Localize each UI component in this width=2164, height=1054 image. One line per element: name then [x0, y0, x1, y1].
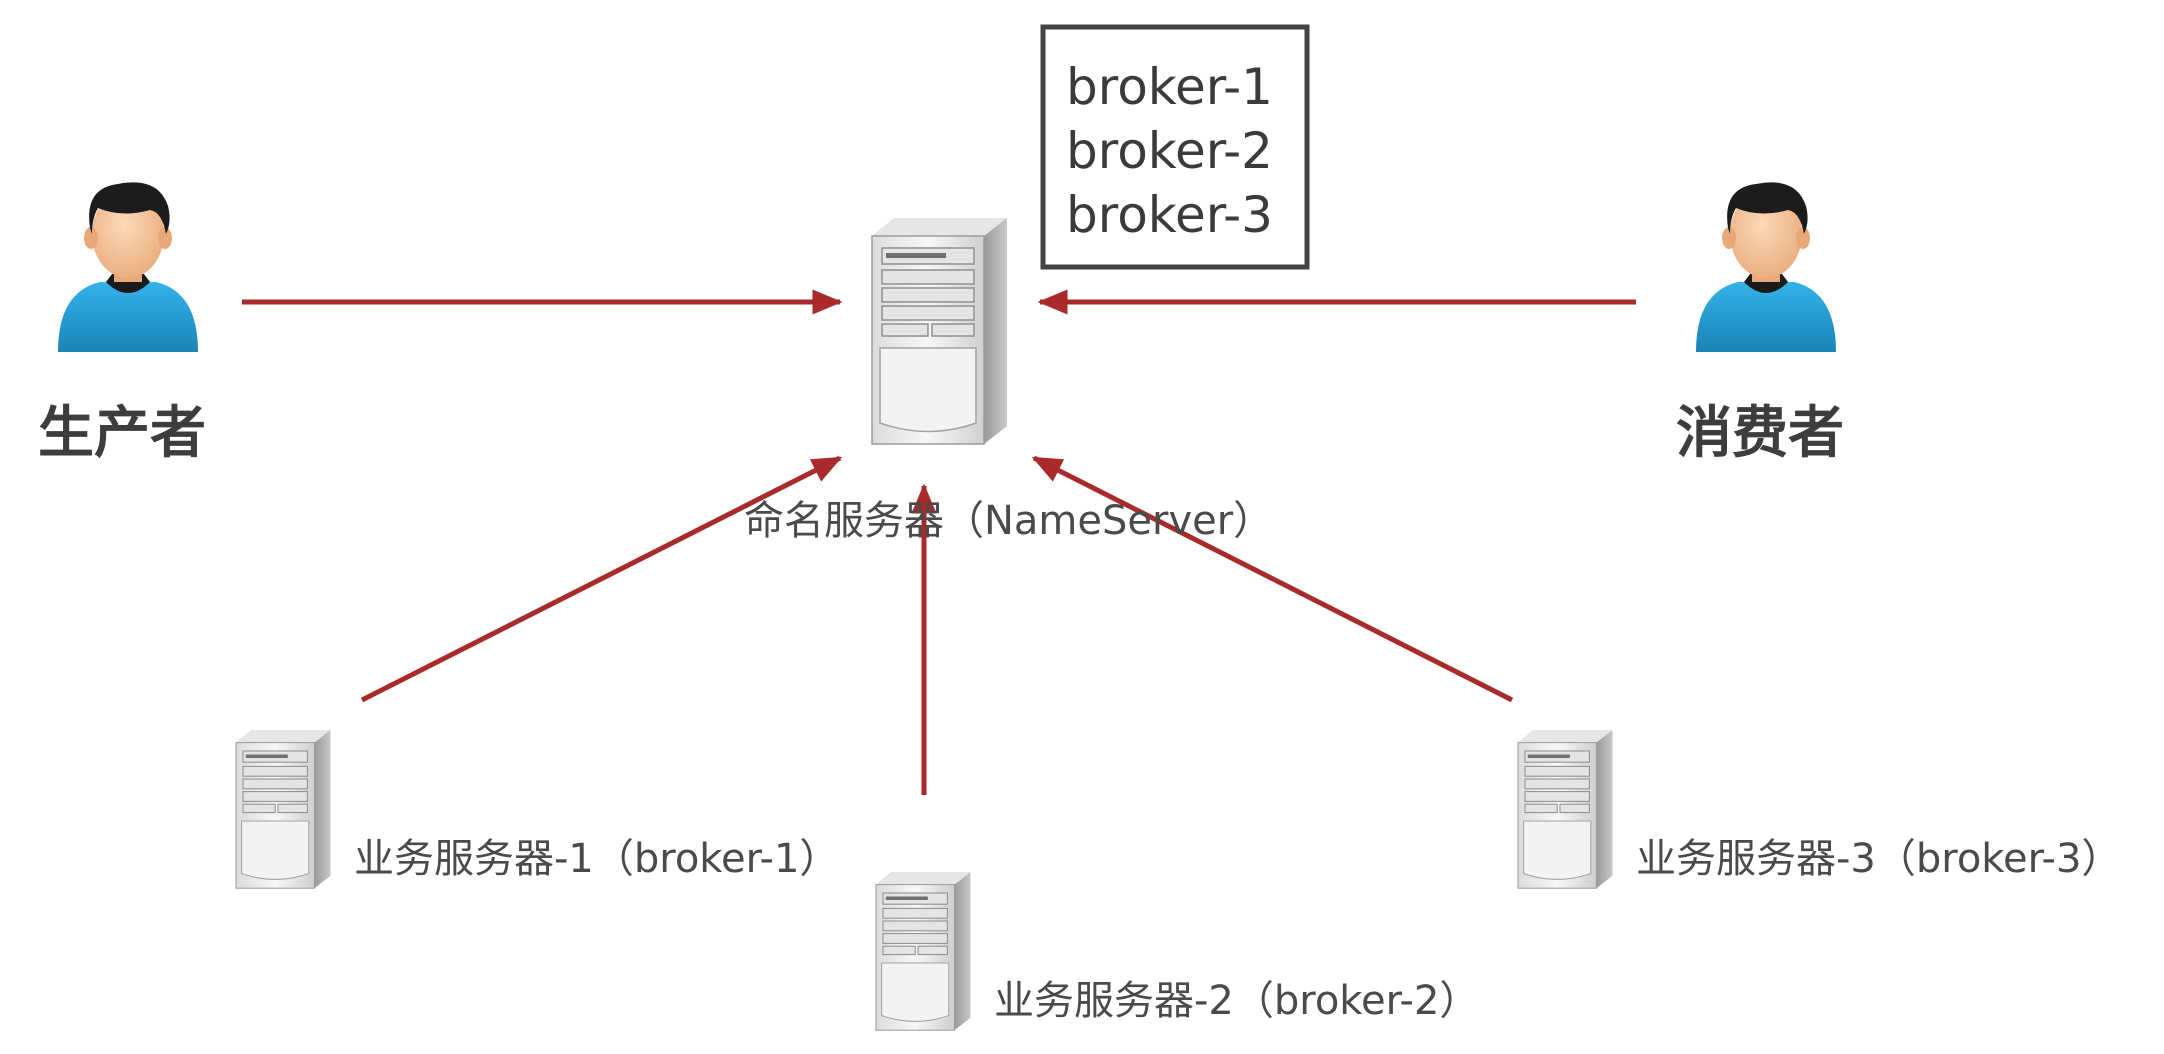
broker-2-label: 业务服务器-2（broker-2）: [994, 978, 1479, 1024]
producer-label: 生产者: [38, 401, 206, 466]
consumer: 消费者: [1676, 182, 1844, 466]
arrow-broker3-to-nameserver: [1031, 455, 1514, 703]
broker-2-server-icon: [875, 871, 972, 1031]
broker-3-server-icon: [1517, 729, 1614, 889]
consumer-label: 消费者: [1676, 401, 1844, 466]
broker-1-server-icon: [235, 729, 332, 889]
broker-1-label: 业务服务器-1（broker-1）: [354, 836, 839, 882]
nameserver-server-icon: [871, 217, 1008, 445]
nameserver: 命名服务器（NameServer） broker-1 broker-2 brok…: [744, 24, 1310, 544]
producer: 生产者: [38, 182, 206, 466]
producer-person-icon: [58, 182, 198, 352]
registry-entry: broker-3: [1066, 186, 1273, 244]
broker-2: 业务服务器-2（broker-2）: [875, 871, 1479, 1031]
arrows: [242, 289, 1636, 795]
nameserver-label: 命名服务器（NameServer）: [744, 498, 1273, 544]
broker-3: 业务服务器-3（broker-3）: [1517, 729, 2121, 889]
registry-entry: broker-1: [1066, 58, 1273, 116]
broker-3-label: 业务服务器-3（broker-3）: [1636, 836, 2121, 882]
consumer-person-icon: [1696, 182, 1836, 352]
broker-1: 业务服务器-1（broker-1）: [235, 729, 839, 889]
arrow-broker1-to-nameserver: [360, 455, 843, 703]
registry-entry: broker-2: [1066, 122, 1273, 180]
broker-registry-box: broker-1 broker-2 broker-3: [1040, 24, 1310, 270]
